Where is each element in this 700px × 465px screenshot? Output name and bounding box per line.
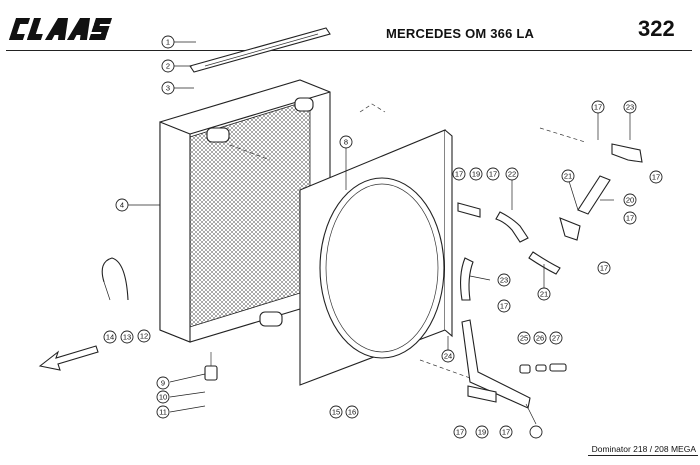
svg-text:10: 10 xyxy=(159,393,167,402)
callout-13: 13 xyxy=(120,330,134,344)
callout-25: 26 xyxy=(533,331,547,345)
header-rule xyxy=(6,50,692,51)
svg-text:23: 23 xyxy=(626,103,634,112)
callout-10: 10 xyxy=(156,390,170,404)
callout-17c: 17 xyxy=(623,211,637,225)
svg-text:15: 15 xyxy=(332,408,340,417)
callout-24: 25 xyxy=(517,331,531,345)
svg-text:12: 12 xyxy=(140,332,148,341)
svg-text:17: 17 xyxy=(455,170,463,179)
svg-text:17: 17 xyxy=(626,214,634,223)
svg-text:19: 19 xyxy=(478,428,486,437)
callout-27 xyxy=(529,425,543,439)
callout-2: 2 xyxy=(161,59,175,73)
svg-text:17: 17 xyxy=(600,264,608,273)
leader-lines xyxy=(103,41,631,425)
svg-text:17: 17 xyxy=(489,170,497,179)
svg-text:1: 1 xyxy=(166,38,170,47)
callout-26: 27 xyxy=(549,331,563,345)
callout-18a: 19 xyxy=(469,167,483,181)
radiator-outlet-neck xyxy=(259,311,283,327)
hose-set xyxy=(457,143,643,409)
claas-logo xyxy=(8,18,113,40)
callout-3: 3 xyxy=(161,81,175,95)
callout-17f: 17 xyxy=(597,261,611,275)
callout-17h: 17 xyxy=(453,425,467,439)
callout-17g: 17 xyxy=(497,299,511,313)
callout-18b: 19 xyxy=(475,425,489,439)
svg-text:25: 25 xyxy=(520,334,528,343)
callout-20a: 21 xyxy=(561,169,575,183)
callout-12: 12 xyxy=(137,329,151,343)
callout-14: 14 xyxy=(103,330,117,344)
footer-model: Dominator 218 / 208 MEGA xyxy=(591,444,696,454)
direction-arrow xyxy=(38,345,99,371)
svg-text:17: 17 xyxy=(652,173,660,182)
callout-8: 8 xyxy=(339,135,353,149)
svg-text:21: 21 xyxy=(564,172,572,181)
fan-shroud xyxy=(299,129,453,386)
svg-text:13: 13 xyxy=(123,333,131,342)
svg-text:16: 16 xyxy=(348,408,356,417)
callout-labels: 1 2 3 4 8 9 10 11 12 13 14 15 16 17 23 1… xyxy=(103,35,663,439)
svg-text:4: 4 xyxy=(120,201,124,210)
callout-15: 15 xyxy=(329,405,343,419)
callout-22b: 23 xyxy=(497,273,511,287)
callout-9: 9 xyxy=(156,376,170,390)
callout-11: 11 xyxy=(156,405,170,419)
callout-1: 1 xyxy=(161,35,175,49)
rubber-mount xyxy=(204,352,218,381)
callout-17d: 17 xyxy=(452,167,466,181)
svg-text:17: 17 xyxy=(594,103,602,112)
callout-17a: 17 xyxy=(591,100,605,114)
callout-22a: 23 xyxy=(623,100,637,114)
mounting-strip xyxy=(189,27,331,73)
svg-text:23: 23 xyxy=(500,276,508,285)
callout-23: 24 xyxy=(441,349,455,363)
footer-rule xyxy=(588,455,698,456)
svg-text:8: 8 xyxy=(344,138,348,147)
svg-text:24: 24 xyxy=(444,352,452,361)
svg-text:17: 17 xyxy=(456,428,464,437)
svg-text:21: 21 xyxy=(540,290,548,299)
radiator xyxy=(159,79,331,343)
svg-text:17: 17 xyxy=(502,428,510,437)
svg-text:20: 20 xyxy=(626,196,634,205)
svg-text:22: 22 xyxy=(508,170,516,179)
svg-text:26: 26 xyxy=(536,334,544,343)
radiator-inlet-neck xyxy=(206,127,230,143)
fan-ring xyxy=(319,177,445,359)
callout-19: 20 xyxy=(623,193,637,207)
callout-17e: 17 xyxy=(486,167,500,181)
page-number: 322 xyxy=(638,16,675,41)
callout-17i: 17 xyxy=(499,425,513,439)
svg-text:27: 27 xyxy=(552,334,560,343)
engine-title: MERCEDES OM 366 LA xyxy=(386,26,535,41)
callout-20b: 21 xyxy=(537,287,551,301)
svg-text:17: 17 xyxy=(500,302,508,311)
svg-text:2: 2 xyxy=(166,62,170,71)
callout-21: 22 xyxy=(505,167,519,181)
callout-17b: 17 xyxy=(649,170,663,184)
callout-4: 4 xyxy=(115,198,129,212)
svg-text:9: 9 xyxy=(161,379,165,388)
svg-text:14: 14 xyxy=(106,333,114,342)
svg-text:19: 19 xyxy=(472,170,480,179)
callout-16: 16 xyxy=(345,405,359,419)
svg-text:11: 11 xyxy=(159,408,167,417)
svg-text:3: 3 xyxy=(166,84,170,93)
drain-tube xyxy=(101,257,129,301)
radiator-top-neck xyxy=(294,97,314,112)
